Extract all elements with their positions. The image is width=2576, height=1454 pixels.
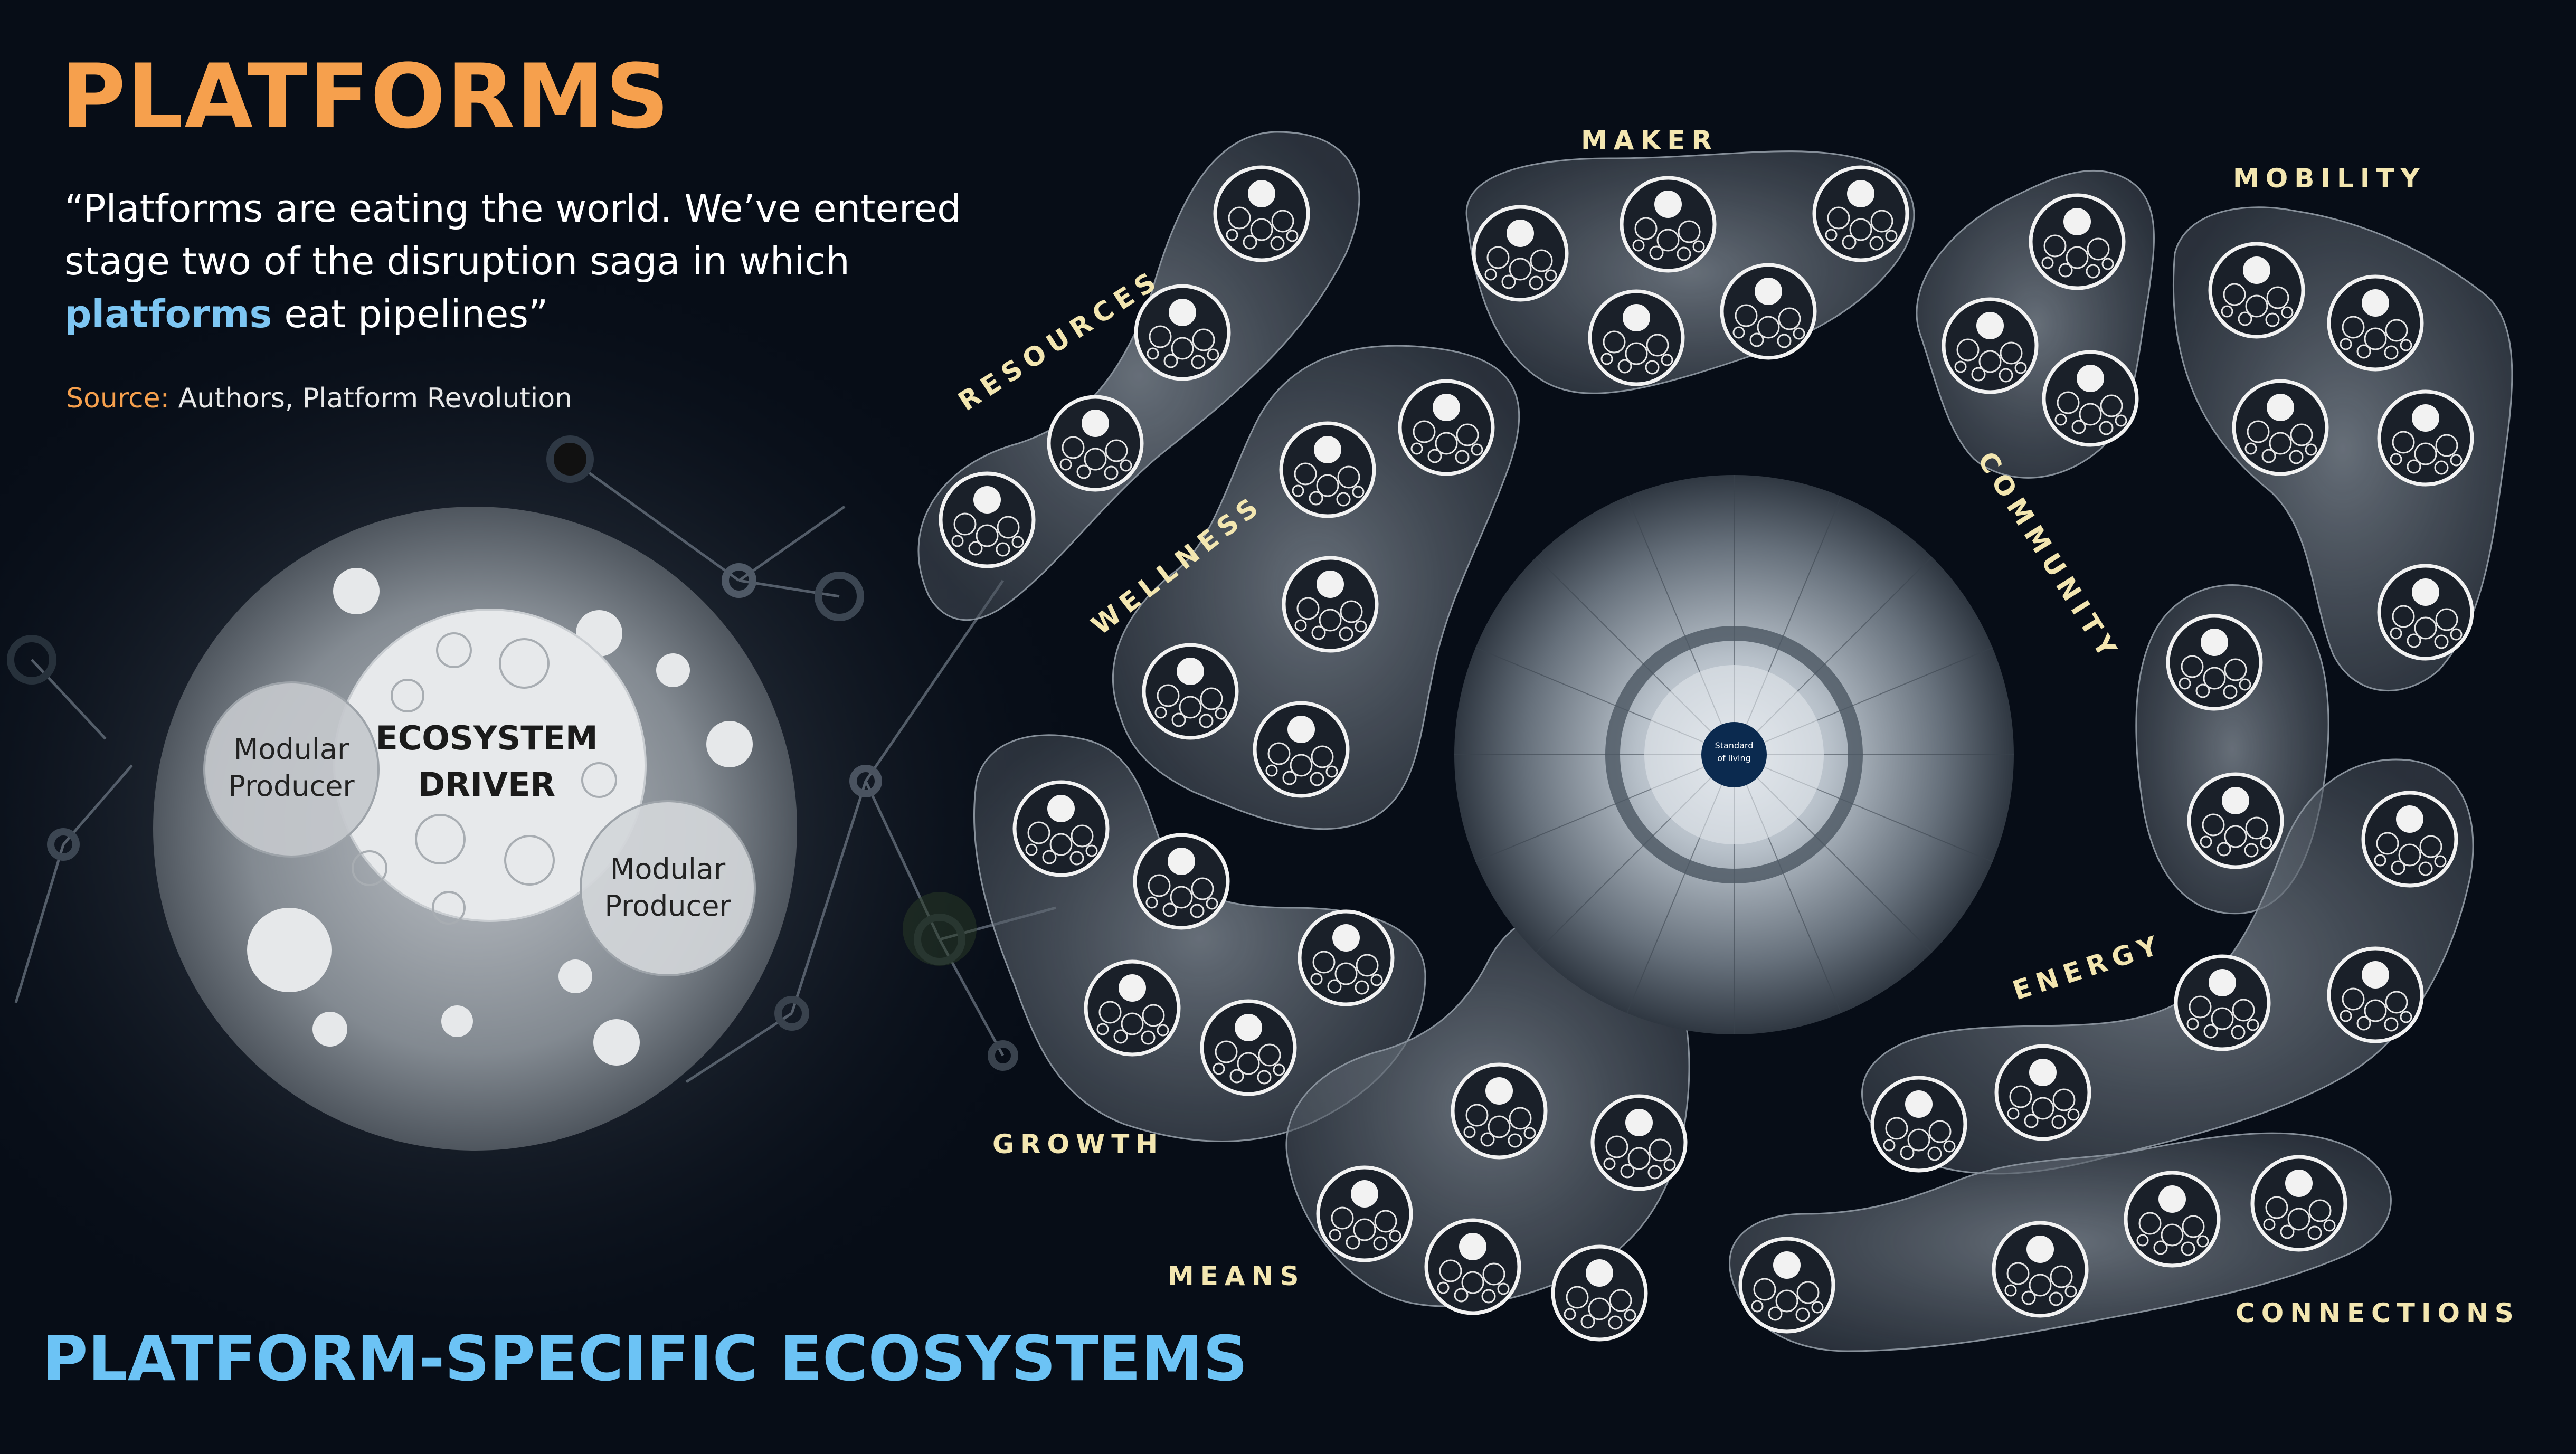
- platform-node: [2232, 379, 2329, 476]
- platform-node: [1590, 1094, 1688, 1191]
- platform-node: [1870, 1076, 1967, 1173]
- quote-line1: “Platforms are eating the world. We’ve e…: [64, 186, 961, 231]
- cluster-label-mobility: MOBILITY: [2233, 163, 2426, 194]
- wheel-center-line1: Standard: [1715, 740, 1754, 750]
- producer-left-line2: Producer: [228, 769, 355, 803]
- producer-left-line1: Modular: [234, 733, 349, 766]
- source-text: Authors, Platform Revolution: [169, 383, 573, 414]
- platform-node: [1298, 909, 1395, 1006]
- platform-node: [1084, 959, 1181, 1057]
- driver-line2: DRIVER: [418, 765, 555, 804]
- quote: “Platforms are eating the world. We’ve e…: [64, 182, 962, 340]
- platform-node: [1720, 263, 1817, 360]
- platform-node: [1142, 643, 1239, 740]
- cluster-label-connections: CONNECTIONS: [2236, 1298, 2520, 1328]
- source-label: Source:: [66, 383, 170, 414]
- platform-node: [1942, 297, 2039, 394]
- platform-node: [1992, 1221, 2089, 1318]
- platform-node: [2327, 274, 2424, 372]
- platform-node: [2187, 772, 2284, 869]
- producer-right-line1: Modular: [610, 852, 726, 886]
- page-title: PLATFORMS: [61, 45, 670, 148]
- platform-node: [1551, 1244, 1648, 1342]
- platform-node: [1472, 205, 1569, 302]
- cluster-label-community: COMMUNITY: [1972, 446, 2126, 668]
- quote-line2: stage two of the disruption saga in whic…: [64, 239, 850, 283]
- ecosystem-labels: Modular Producer ECOSYSTEM DRIVER Modula…: [228, 719, 731, 923]
- quote-line3: eat pipelines”: [272, 292, 548, 336]
- platform-node: [1588, 289, 1685, 386]
- platform-node: [1812, 165, 1909, 262]
- platform-node: [2166, 614, 2263, 711]
- platform-node: [1620, 176, 1717, 273]
- platform-node: [1012, 780, 1110, 877]
- platform-node: [1213, 165, 1310, 262]
- standard-of-living-wheel: Standard of living: [1454, 475, 2014, 1034]
- producer-right-line2: Producer: [604, 889, 731, 923]
- platform-node: [1200, 999, 1297, 1096]
- platform-node: [2208, 242, 2305, 339]
- platform-node: [2042, 350, 2139, 447]
- platform-node: [1398, 379, 1495, 476]
- cluster-label-means: MEANS: [1168, 1261, 1305, 1291]
- platform-node: [1047, 395, 1144, 492]
- platform-node: [1134, 284, 1231, 381]
- platform-node: [1279, 421, 1376, 518]
- cluster-label-maker: MAKER: [1581, 125, 1718, 156]
- platform-node: [939, 471, 1036, 568]
- platform-node: [1738, 1237, 1835, 1334]
- platform-nodes: [939, 165, 2474, 1342]
- cluster-label-growth: GROWTH: [992, 1129, 1164, 1160]
- platform-node: [1994, 1044, 2091, 1141]
- wheel-center-line2: of living: [1717, 753, 1751, 763]
- platform-node: [2250, 1155, 2347, 1252]
- platform-node: [2361, 791, 2458, 888]
- platform-node: [2327, 946, 2424, 1043]
- section-subtitle: PLATFORM-SPECIFIC ECOSYSTEMS: [42, 1322, 1248, 1395]
- platform-node: [1451, 1062, 1548, 1160]
- platform-node: [2174, 954, 2271, 1051]
- platform-node: [1424, 1218, 1521, 1315]
- platform-node: [1253, 701, 1350, 798]
- platform-node: [2377, 564, 2474, 661]
- platform-node: [2124, 1171, 2221, 1268]
- driver-line1: ECOSYSTEM: [375, 719, 598, 757]
- platform-node: [1282, 556, 1379, 653]
- platform-node: [2029, 193, 2126, 290]
- quote-highlight: platforms: [64, 292, 272, 336]
- source-citation: Source: Authors, Platform Revolution: [66, 383, 572, 414]
- platform-node: [2377, 389, 2474, 487]
- platform-node: [1133, 833, 1230, 930]
- platform-node: [1316, 1165, 1413, 1262]
- cluster-label-energy: ENERGY: [2009, 929, 2167, 1006]
